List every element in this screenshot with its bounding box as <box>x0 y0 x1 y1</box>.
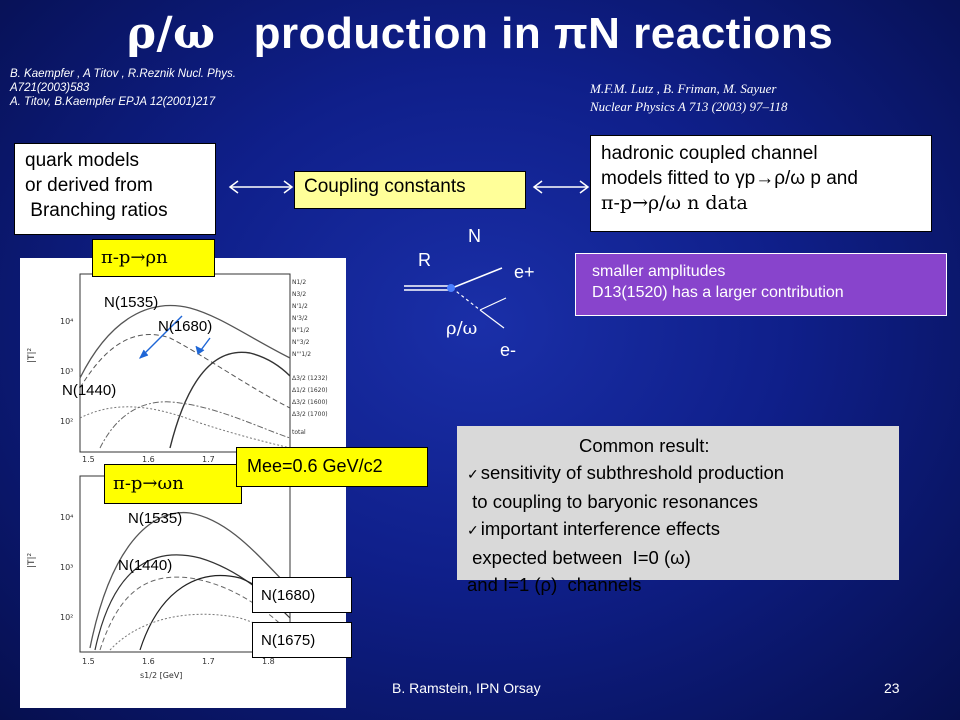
y-axis-label: |T|² <box>27 347 37 363</box>
reference-left: B. Kaempfer , A Titov , R.Reznik Nucl. P… <box>10 67 310 109</box>
coupling-bg <box>294 171 526 209</box>
checkmark-icon: ✓ <box>467 466 479 482</box>
legend-entry: Δ3/2 (1600) <box>292 399 328 406</box>
ref-left-line: A. Titov, B.Kaempfer EPJA 12(2001)217 <box>10 96 216 108</box>
title-greek: ρ/ω <box>126 8 216 59</box>
hadronic-models-box: hadronic coupled channel models fitted t… <box>590 135 932 232</box>
common-result-line: sensitivity of subthreshold production <box>480 462 785 483</box>
smaller-amplitudes-box: smaller amplitudes D13(1520) has a large… <box>575 253 947 316</box>
quark-line: quark models <box>25 150 140 171</box>
diagram-label-r: R <box>418 250 431 270</box>
x-tick: 1.6 <box>142 455 155 464</box>
x-tick: 1.5 <box>82 455 95 464</box>
diagram-label-eplus: e+ <box>514 262 535 282</box>
y-tick: 10³ <box>60 563 73 572</box>
ref-right-line: M.F.M. Lutz , B. Friman, M. Sayuer <box>590 81 777 96</box>
legend-entry: Δ3/2 (1232) <box>292 375 328 382</box>
x-axis-label: s1/2 [GeV] <box>140 671 182 680</box>
x-tick: 1.7 <box>202 455 215 464</box>
y-axis-label: |T|² <box>27 552 37 568</box>
y-tick: 10⁴ <box>60 317 73 326</box>
label-n1675-bottom: N(1675) <box>252 622 352 658</box>
hadronic-line: π-p→ρ/ω n data <box>601 192 748 214</box>
x-tick: 1.6 <box>142 657 155 666</box>
legend-entry: N'1/2 <box>292 303 308 310</box>
reference-right: M.F.M. Lutz , B. Friman, M. Sayuer Nucle… <box>590 80 890 116</box>
ref-left-line: A721(2003)583 <box>10 82 90 94</box>
slide-title: ρ/ω production in πN reactions <box>0 8 960 59</box>
quark-line: or derived from <box>25 175 153 196</box>
label-n1440-top: N(1440) <box>62 382 117 399</box>
legend-entry: N'3/2 <box>292 315 308 322</box>
feynman-diagram <box>404 267 507 329</box>
y-tick: 10⁴ <box>60 513 73 522</box>
legend-entry: total <box>292 429 306 436</box>
ref-left-line: B. Kaempfer , A Titov , R.Reznik Nucl. P… <box>10 68 236 80</box>
y-tick: 10² <box>60 613 73 622</box>
label-n1680-top: N(1680) <box>158 318 213 335</box>
diagram-label-rho-omega: ρ/ω <box>446 318 478 339</box>
purple-line: D13(1520) has a larger contribution <box>592 284 844 301</box>
double-arrow-right <box>532 180 590 194</box>
quark-line: Branching ratios <box>25 200 168 221</box>
common-result-line: to coupling to baryonic resonances <box>467 491 759 512</box>
x-tick: 1.5 <box>82 657 95 666</box>
checkmark-icon: ✓ <box>467 522 479 538</box>
x-tick: 1.8 <box>262 657 275 666</box>
common-result-line: expected between I=0 (ω) <box>467 547 691 568</box>
y-tick: 10³ <box>60 367 73 376</box>
reaction-omega-label: π-p→ωn <box>104 464 242 504</box>
common-result-line: and I=1 (ρ) channels <box>467 574 642 595</box>
legend-entry: N'''1/2 <box>292 351 311 358</box>
title-text: production in πN reactions <box>253 9 834 58</box>
common-result-line: important interference effects <box>480 518 720 539</box>
reaction-rho-label: π-p→ρn <box>92 239 215 277</box>
plot-svg: N1/2 N3/2 N'1/2 N'3/2 N''1/2 N''3/2 N'''… <box>27 273 328 680</box>
footer-author: B. Ramstein, IPN Orsay <box>392 680 541 696</box>
coupling-label: Coupling constants <box>304 176 466 197</box>
label-n1535-bottom: N(1535) <box>128 510 183 527</box>
legend-entry: N''1/2 <box>292 327 310 334</box>
diagram-label-eminus: e- <box>500 340 517 360</box>
common-result-heading: Common result: <box>579 435 710 456</box>
purple-line: smaller amplitudes <box>592 263 726 280</box>
legend-entry: N1/2 <box>292 279 306 286</box>
common-result-box: Common result: ✓sensitivity of subthresh… <box>457 426 899 595</box>
quark-models-box: quark models or derived from Branching r… <box>14 143 216 235</box>
ref-right-line: Nuclear Physics A 713 (2003) 97–118 <box>590 99 788 114</box>
footer-page-number: 23 <box>884 680 900 696</box>
label-n1440-bottom: N(1440) <box>118 557 173 574</box>
legend-entry: N''3/2 <box>292 339 310 346</box>
legend-entry: Δ1/2 (1620) <box>292 387 328 394</box>
double-arrow-left <box>228 180 294 194</box>
legend-entry: Δ3/2 (1700) <box>292 411 328 418</box>
diagram-label-n: N <box>468 226 481 246</box>
label-n1535-top: N(1535) <box>104 294 159 311</box>
hadronic-line: hadronic coupled channel <box>601 143 818 164</box>
y-tick: 10² <box>60 417 73 426</box>
label-n1680-bottom: N(1680) <box>252 577 352 613</box>
x-tick: 1.7 <box>202 657 215 666</box>
mee-label: Mee=0.6 GeV/c2 <box>236 447 428 487</box>
legend-entry: N3/2 <box>292 291 306 298</box>
hadronic-line: models fitted to γp→ρ/ω p and <box>601 168 858 189</box>
